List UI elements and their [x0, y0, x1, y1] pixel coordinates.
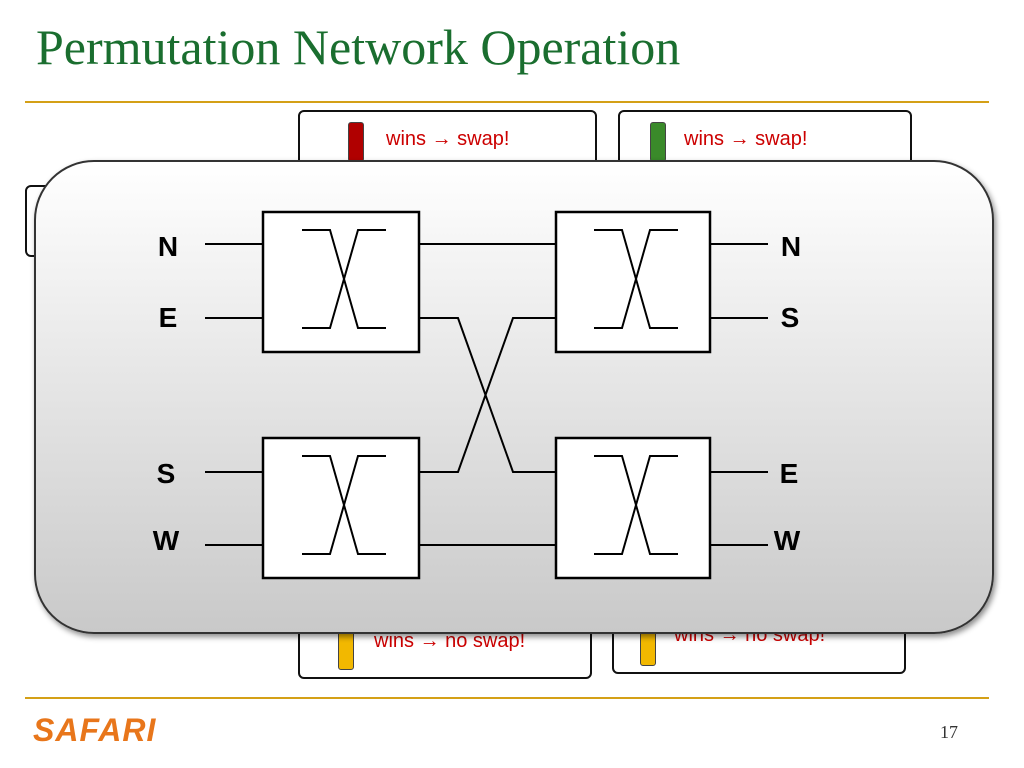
network-overlay-panel — [34, 160, 994, 634]
output-label-e: E — [780, 458, 799, 489]
note-label-top-right: wins → swap! — [684, 128, 808, 150]
input-label-n: N — [158, 231, 178, 262]
note-label-bottom-left: wins → no swap! — [374, 630, 526, 652]
wire-cross-down — [419, 317, 556, 473]
output-label-s: S — [781, 302, 800, 333]
page-number: 17 — [940, 722, 958, 742]
input-label-w: W — [153, 525, 180, 556]
output-label-w: W — [774, 525, 801, 556]
switch-box-top-right — [554, 210, 712, 354]
switch-box-bottom-right — [554, 436, 712, 580]
slide-title: Permutation Network Operation — [36, 19, 681, 75]
wire-cross-up — [419, 317, 556, 473]
title-divider — [25, 101, 989, 103]
input-label-s: S — [157, 458, 176, 489]
switch-box-bottom-left — [261, 436, 421, 580]
input-label-e: E — [159, 302, 178, 333]
footer-divider — [25, 697, 989, 699]
output-label-n: N — [781, 231, 801, 262]
switch-box-top-left — [261, 210, 421, 354]
network-wires — [205, 243, 768, 546]
brand-logo: SAFARI — [33, 712, 157, 748]
note-label-top-left: wins → swap! — [386, 128, 510, 150]
